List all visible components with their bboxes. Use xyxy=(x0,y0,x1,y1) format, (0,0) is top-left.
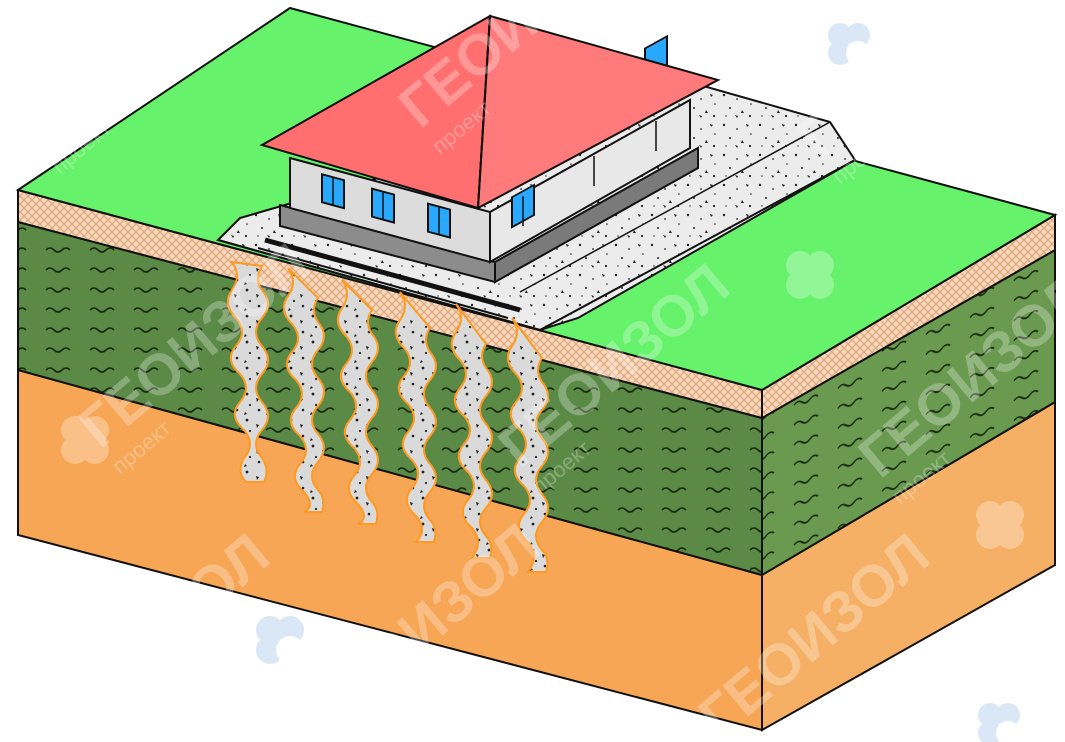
geoizol-logo-icon xyxy=(828,23,870,65)
geoizol-logo-icon xyxy=(978,703,1020,742)
geoizol-logo-icon xyxy=(256,616,304,664)
watermark-text: ГЕОИЗОЛ xyxy=(787,0,1042,170)
